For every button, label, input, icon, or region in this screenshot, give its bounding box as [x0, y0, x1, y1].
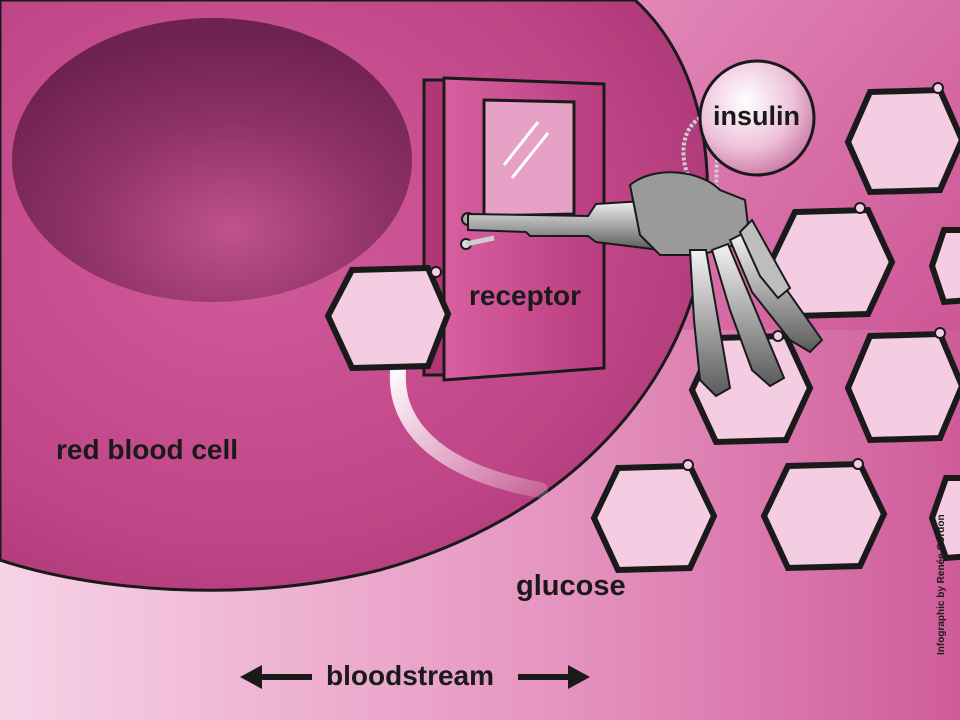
red-blood-cell-label: red blood cell: [56, 434, 239, 465]
key-ring-icon: [467, 171, 824, 398]
window-glare: [502, 121, 540, 166]
cell-dimple: [12, 18, 412, 302]
arrow-left-icon: [240, 665, 312, 689]
window-glare: [510, 132, 550, 179]
arrow-right-icon: [518, 665, 590, 689]
glucose-hexagon: [928, 227, 960, 306]
glucose-hook: [430, 266, 442, 278]
glucose-hexagon: [844, 82, 960, 196]
insulin-label: insulin: [713, 101, 800, 131]
key-icon: [688, 249, 732, 398]
key-icon: [710, 242, 786, 388]
key-icon: [738, 218, 792, 300]
glucose-label: glucose: [516, 570, 626, 602]
door-handle: [465, 235, 495, 247]
glucose-hexagon: [760, 458, 888, 572]
bloodstream-label: bloodstream: [326, 660, 495, 691]
glucose-hexagon: [844, 327, 960, 444]
insulin-ball: [698, 59, 816, 177]
glucose-path: [389, 364, 548, 498]
glucose-hexagon: [928, 475, 960, 562]
credit-label: Infographic by Renée Gordon: [936, 514, 947, 655]
glucose-hexagon: [324, 264, 452, 372]
glucose-hexagon: [590, 459, 718, 574]
receptor-label: receptor: [469, 280, 582, 311]
